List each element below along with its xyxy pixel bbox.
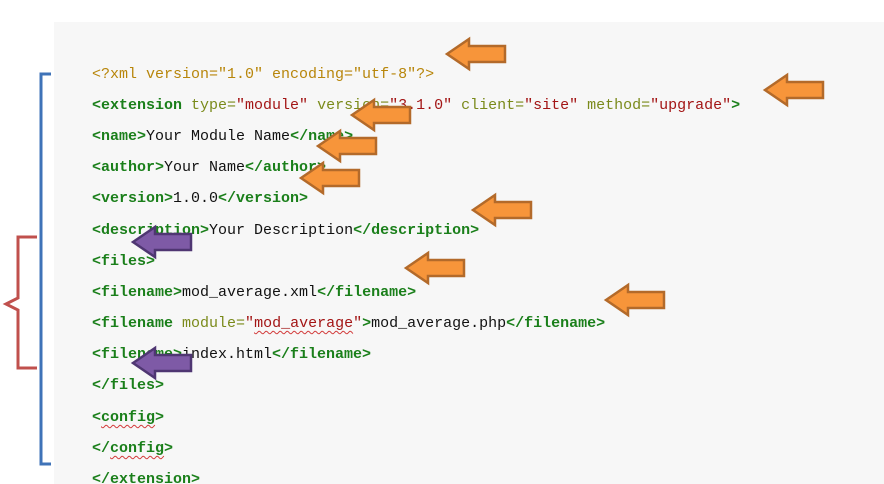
blue-bracket (39, 72, 51, 466)
filename-line-3: <filename>index.html</filename> (56, 322, 371, 363)
config-open-name: config (101, 409, 156, 426)
config-close-line: </config> (56, 416, 173, 457)
config-close-name: config (110, 440, 165, 457)
xml-declaration: <?xml version="1.0" encoding="utf-8"?> (92, 66, 435, 83)
config-open-line: <config> (56, 385, 164, 426)
config-close-lt: </ (92, 440, 111, 457)
filename-text: mod_average.php (371, 315, 507, 332)
description-text: Your Description (209, 222, 354, 239)
config-open-lt: < (92, 409, 102, 426)
value-method: "upgrade" (650, 97, 732, 114)
xml-declaration-line: <?xml version="1.0" encoding="utf-8"?> (56, 42, 434, 83)
name-text: Your Module Name (146, 128, 291, 145)
files-close-tag: </files> (92, 377, 165, 394)
name-open-tag: <name> (92, 128, 147, 145)
extension-close-line: </extension> (56, 447, 200, 484)
filename-open-tag-close: > (362, 315, 372, 332)
filename-line-1: <filename>mod_average.xml</filename> (56, 260, 416, 301)
extension-open-tag-close: > (731, 97, 741, 114)
version-open-tag: <version> (92, 190, 174, 207)
files-close-line: </files> (56, 353, 164, 394)
value-type: "module" (236, 97, 309, 114)
config-close-gt: > (164, 440, 174, 457)
filename-text: mod_average.xml (182, 284, 318, 301)
attr-method: method= (578, 97, 651, 114)
filename-open-tag: <filename> (92, 284, 183, 301)
red-bracket (2, 235, 37, 370)
extension-close-tag: </extension> (92, 471, 201, 484)
attr-module: module= (173, 315, 246, 332)
author-text: Your Name (164, 159, 246, 176)
filename-close-tag: </filename> (317, 284, 417, 301)
value-module: mod_average (254, 315, 354, 332)
description-close-tag: </description> (353, 222, 480, 239)
attr-type: type= (182, 97, 237, 114)
filename-line-2: <filename module="mod_average">mod_avera… (56, 291, 605, 332)
author-open-tag: <author> (92, 159, 165, 176)
extension-open-tag: <extension (92, 97, 183, 114)
files-open-line: <files> (56, 229, 155, 270)
filename-close-tag: </filename> (272, 346, 372, 363)
extension-open-line: <extension type="module" version="3.1.0"… (56, 73, 740, 114)
filename-close-tag: </filename> (506, 315, 606, 332)
value-quote-close: " (353, 315, 363, 332)
value-client: "site" (524, 97, 579, 114)
version-text: 1.0.0 (173, 190, 219, 207)
version-close-tag: </version> (218, 190, 309, 207)
config-open-gt: > (155, 409, 165, 426)
value-version: "3.1.0" (389, 97, 453, 114)
name-line: <name>Your Module Name</name> (56, 104, 353, 145)
filename-text: index.html (182, 346, 273, 363)
value-quote-open: " (245, 315, 255, 332)
code-panel (54, 22, 884, 484)
filename-open-tag: <filename (92, 315, 174, 332)
attr-client: client= (452, 97, 525, 114)
author-line: <author>Your Name</author> (56, 135, 326, 176)
version-line: <version>1.0.0</version> (56, 166, 308, 207)
description-line: <description>Your Description</descripti… (56, 198, 479, 239)
